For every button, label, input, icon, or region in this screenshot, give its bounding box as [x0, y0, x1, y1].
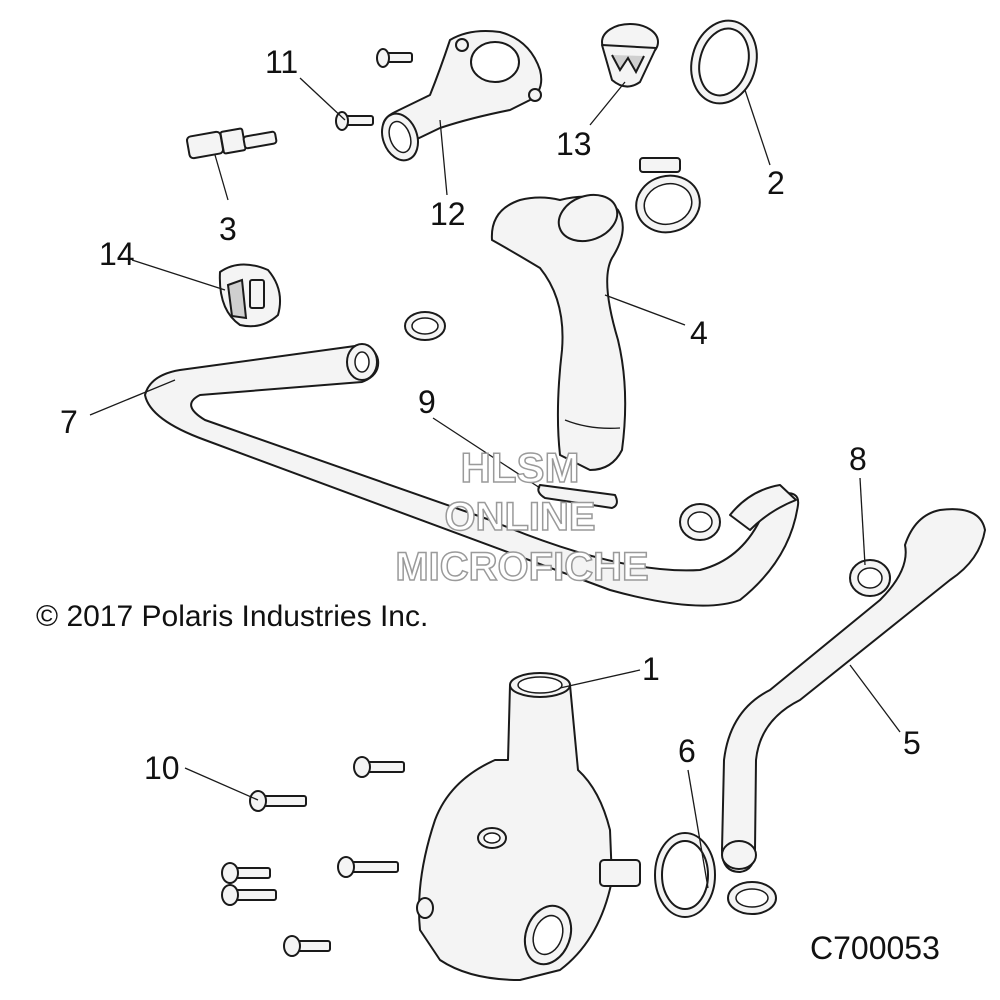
coolant-hose-part-4 — [490, 193, 627, 471]
hose-clamp-mid — [679, 503, 721, 541]
callout-1: 1 — [642, 651, 660, 687]
callout-12: 12 — [430, 196, 466, 232]
callout-13: 13 — [556, 126, 592, 162]
callout-2: 2 — [767, 165, 785, 201]
callout-3: 3 — [219, 211, 237, 247]
callout-7: 7 — [60, 404, 78, 440]
callout-10: 10 — [144, 750, 180, 786]
water-pump-part-1 — [416, 672, 641, 981]
callout-4: 4 — [690, 315, 708, 351]
hose-clamp-upper — [635, 157, 701, 234]
o-ring-part-6 — [654, 832, 716, 918]
callout-labels: 1 2 3 4 5 6 7 8 9 10 11 12 13 14 — [60, 44, 921, 786]
hose-clamp-lower — [727, 881, 777, 915]
watermark-line-3: MICROFICHE — [395, 545, 648, 589]
callout-5: 5 — [903, 725, 921, 761]
hose-clamp-part-8 — [849, 559, 891, 597]
callout-11: 11 — [265, 44, 298, 80]
leader-lines — [89, 77, 901, 889]
bolt-part-10 — [221, 756, 405, 957]
watermark-line-2: ONLINE — [444, 495, 595, 539]
connector-clip-part-14 — [218, 263, 281, 328]
hose-clamp-part-9 — [537, 484, 618, 509]
figure-id: C700053 — [810, 930, 940, 966]
callout-8: 8 — [849, 441, 867, 477]
callout-9: 9 — [418, 384, 436, 420]
coolant-hose-part-5 — [721, 508, 986, 873]
watermark-line-1: HLSM — [461, 444, 580, 491]
temperature-sensor-part-3 — [185, 127, 278, 160]
watermark: HLSM ONLINE MICROFICHE — [395, 443, 650, 590]
thermostat-part-13 — [601, 23, 659, 88]
o-ring-seal-part-2 — [690, 19, 758, 105]
copyright-notice: © 2017 Polaris Industries Inc. — [36, 600, 429, 633]
bolt-part-11 — [335, 48, 413, 131]
bypass-hose-part-7 — [144, 343, 800, 607]
hose-clamp-small — [404, 311, 446, 341]
callout-14: 14 — [99, 236, 135, 272]
thermostat-housing-part-12 — [381, 30, 543, 162]
callout-6: 6 — [678, 733, 696, 769]
